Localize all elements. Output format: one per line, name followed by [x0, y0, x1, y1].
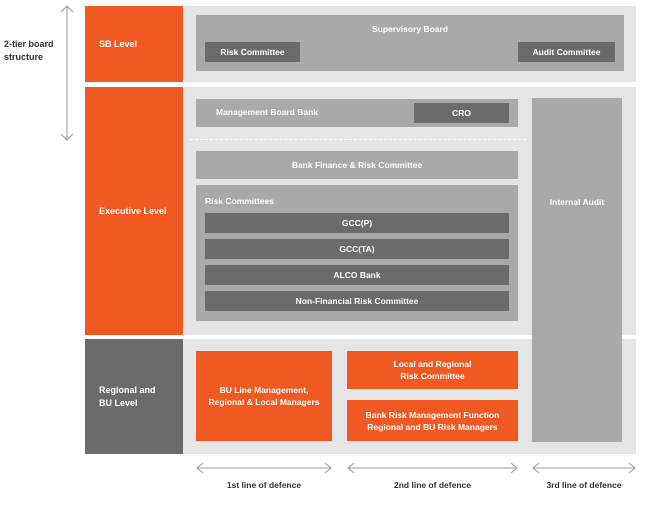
bank-risk-management-box: Bank Risk Management Function Regional a…	[347, 400, 518, 441]
regional-label-line1: Regional and	[99, 384, 156, 395]
supervisory-board-box: Supervisory Board Risk Committee Audit C…	[196, 15, 624, 71]
bu-line-2: Regional & Local Managers	[208, 397, 320, 407]
executive-level-label: Executive Level	[85, 87, 183, 335]
first-line-label: 1st line of defence	[226, 480, 302, 490]
dashed-separator	[190, 139, 526, 140]
local-regional-risk-box: Local and Regional Risk Committee	[347, 351, 518, 389]
risk-committee-gccta: GCC(TA)	[205, 239, 509, 259]
vertical-double-arrow-icon	[60, 5, 74, 141]
risk-committee-gccp: GCC(P)	[205, 213, 509, 233]
bank-rm-line-1: Bank Risk Management Function	[365, 409, 500, 420]
bank-rm-line-2: Regional and BU Risk Managers	[367, 421, 498, 432]
third-line-arrow-icon	[532, 462, 636, 474]
risk-committee-box: Risk Committee	[205, 42, 300, 62]
risk-committees-box: Risk Committees GCC(P) GCC(TA) ALCO Bank…	[196, 185, 518, 321]
supervisory-board-title: Supervisory Board	[371, 24, 449, 34]
bu-line-1: BU Line Management,	[219, 385, 309, 395]
management-board-label: Management Board Bank	[216, 107, 319, 117]
first-line-arrow-icon	[196, 462, 332, 474]
cro-box: CRO	[414, 103, 509, 123]
local-regional-line-2: Risk Committee	[400, 371, 465, 381]
two-tier-board-note: 2-tier board structure	[4, 38, 64, 64]
sb-level-label: SB Level	[85, 6, 183, 82]
two-tier-line1: 2-tier board	[4, 39, 54, 49]
two-tier-line2: structure	[4, 52, 44, 62]
regional-level-label: Regional and BU Level	[85, 339, 183, 454]
risk-committees-title: Risk Committees	[205, 196, 274, 206]
third-line-label: 3rd line of defence	[546, 480, 622, 490]
management-board-box: Management Board Bank CRO	[196, 99, 518, 127]
internal-audit-box: Internal Audit	[532, 98, 622, 442]
local-regional-line-1: Local and Regional	[393, 359, 472, 369]
risk-committee-nfr: Non-Financial Risk Committee	[205, 291, 509, 311]
bu-line-management-box: BU Line Management, Regional & Local Man…	[196, 351, 332, 441]
second-line-label: 2nd line of defence	[394, 480, 471, 490]
risk-committee-alco: ALCO Bank	[205, 265, 509, 285]
second-line-arrow-icon	[347, 462, 518, 474]
regional-label-line2: BU Level	[99, 397, 138, 408]
bank-finance-risk-box: Bank Finance & Risk Committee	[196, 151, 518, 179]
audit-committee-box: Audit Committee	[518, 42, 615, 62]
